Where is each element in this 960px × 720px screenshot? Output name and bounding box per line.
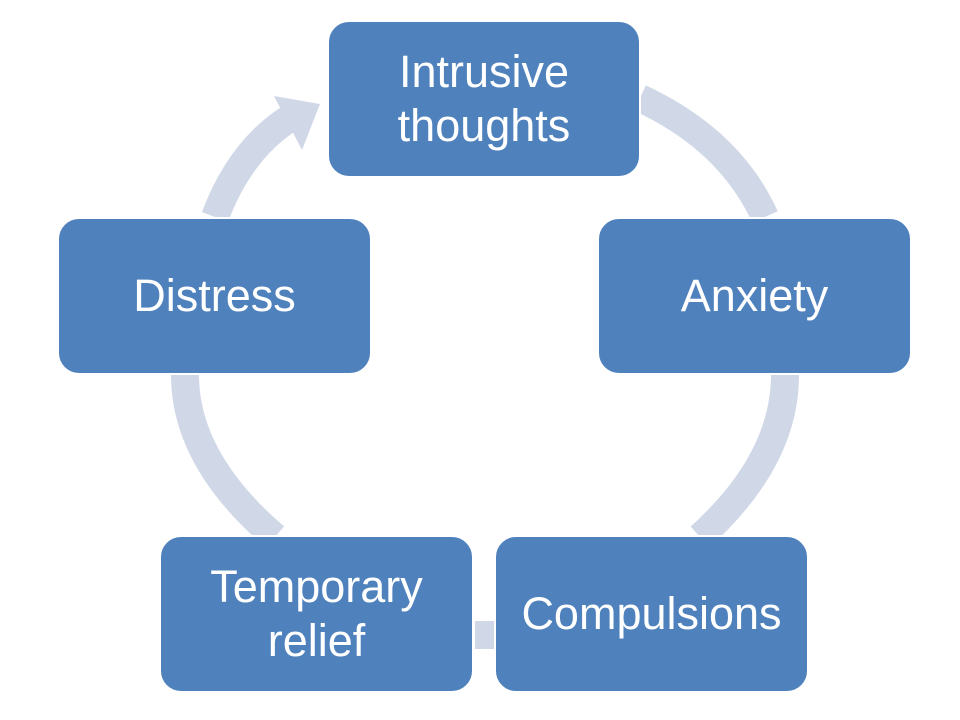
- cycle-connectors: [171, 85, 799, 649]
- node-intrusive-thoughts: Intrusive thoughts: [327, 20, 641, 178]
- node-anxiety: Anxiety: [597, 217, 912, 375]
- node-anxiety-label: Anxiety: [680, 270, 829, 321]
- connector-anxiety-to-compulsions: [690, 374, 799, 548]
- connector-distress-to-intrusive: [201, 106, 298, 223]
- node-temporary-relief: Temporary relief: [159, 535, 474, 693]
- connector-intrusive-to-anxiety: [634, 85, 778, 223]
- node-distress: Distress: [57, 217, 372, 375]
- node-distress-label: Distress: [133, 270, 296, 321]
- arrowhead-to-intrusive: [274, 96, 320, 150]
- connector-relief-to-distress: [171, 374, 285, 548]
- node-temporary-relief-label: Temporary relief: [210, 561, 423, 666]
- node-intrusive-thoughts-label: Intrusive thoughts: [397, 46, 571, 151]
- node-compulsions-label: Compulsions: [521, 588, 782, 639]
- node-compulsions: Compulsions: [494, 535, 809, 693]
